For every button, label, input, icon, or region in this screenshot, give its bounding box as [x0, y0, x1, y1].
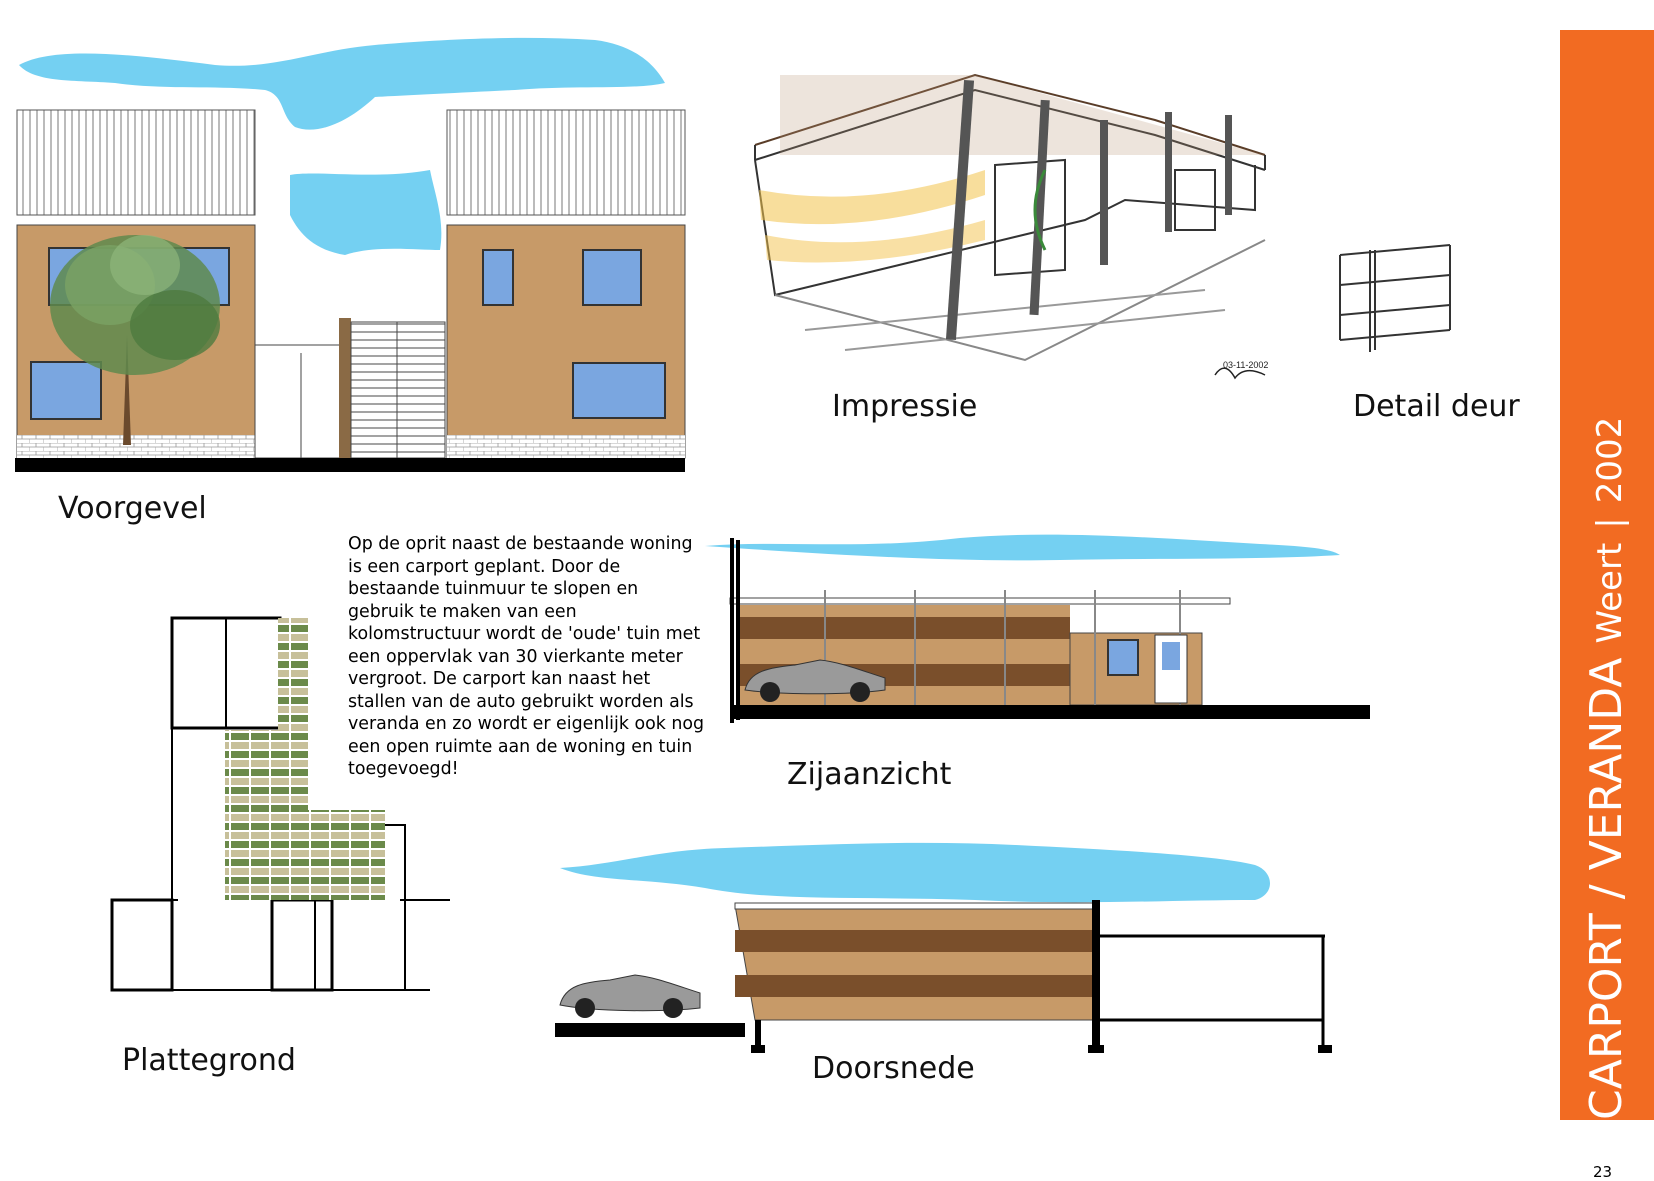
title-band [1560, 30, 1654, 1120]
project-location: Weert [1590, 542, 1630, 644]
signature [1214, 367, 1266, 380]
label-detail-deur: Detail deur [1353, 389, 1520, 424]
label-zijaanzicht: Zijaanzicht [787, 757, 952, 792]
voorgevel-drawing [15, 37, 686, 472]
zijaanzicht-drawing [705, 534, 1370, 723]
car-illustration [559, 974, 701, 1018]
project-title: CARPORT / VERANDA Weert | 2002 [1581, 416, 1632, 1120]
sketch-date: 03-11-2002 [1223, 360, 1268, 370]
sky-cloud [705, 534, 1340, 561]
sky-cloud [19, 37, 665, 130]
project-description: Op de oprit naast de bestaande woning is… [348, 534, 705, 779]
car-illustration [744, 659, 886, 702]
sky-cloud [560, 842, 1270, 903]
label-plattegrond: Plattegrond [122, 1043, 296, 1078]
label-impressie: Impressie [832, 389, 978, 424]
doorsnede-drawing [555, 842, 1332, 1053]
tree-illustration [50, 235, 220, 445]
sky-cloud [290, 170, 442, 255]
detail-deur-sketch [1339, 244, 1451, 352]
impressie-sketch: 03-11-2002 [754, 73, 1268, 380]
title-separator: | [1590, 517, 1630, 529]
plattegrond-drawing [110, 616, 450, 992]
page-number: 23 [1593, 1163, 1613, 1181]
label-doorsnede: Doorsnede [812, 1051, 975, 1086]
project-title-main: CARPORT / VERANDA [1581, 657, 1632, 1120]
label-voorgevel: Voorgevel [58, 491, 207, 526]
project-year: 2002 [1590, 416, 1630, 504]
